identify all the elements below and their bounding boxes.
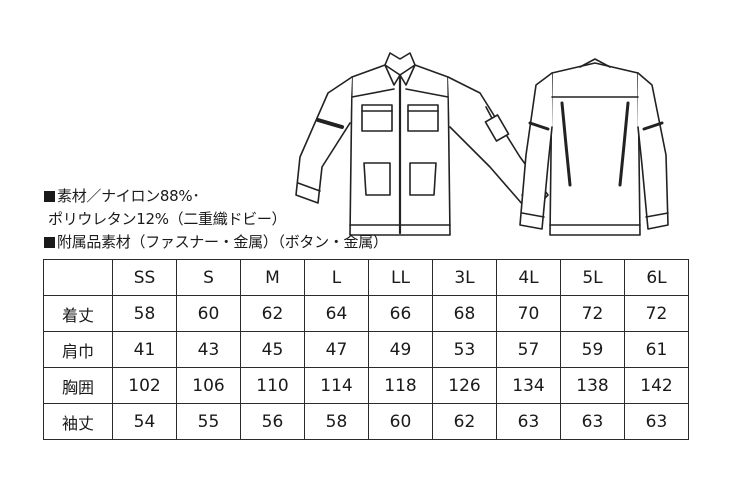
table-cell: 41 bbox=[112, 331, 177, 368]
table-cell: 106 bbox=[176, 367, 241, 404]
header-corner-cell bbox=[43, 259, 113, 296]
row-label-shoulder: 肩巾 bbox=[43, 331, 113, 368]
bullet-square-icon bbox=[44, 237, 55, 248]
material-sub-text: ポリウレタン12%（二重織ドビー） bbox=[48, 210, 287, 228]
table-cell: 114 bbox=[304, 367, 369, 404]
size-header-cell: M bbox=[240, 259, 305, 296]
table-cell: 138 bbox=[560, 367, 625, 404]
size-chart-table: SS S M L LL 3L 4L 5L 6L 着丈 58 60 62 64 6… bbox=[43, 259, 689, 440]
material-main-text: 素材／ナイロン88%･ bbox=[57, 187, 200, 205]
jacket-back-view bbox=[519, 58, 669, 236]
table-cell: 72 bbox=[624, 295, 689, 332]
table-cell: 57 bbox=[496, 331, 561, 368]
table-row: 肩巾 41 43 45 47 49 53 57 59 61 bbox=[43, 331, 689, 368]
table-cell: 45 bbox=[240, 331, 305, 368]
table-cell: 54 bbox=[112, 403, 177, 440]
accessory-material-text: 附属品素材（ファスナー・金属）（ボタン・金属） bbox=[57, 233, 388, 251]
size-header-cell: 5L bbox=[560, 259, 625, 296]
table-cell: 70 bbox=[496, 295, 561, 332]
table-cell: 110 bbox=[240, 367, 305, 404]
material-line-3: 附属品素材（ファスナー・金属）（ボタン・金属） bbox=[44, 231, 444, 254]
material-info: 素材／ナイロン88%･ ポリウレタン12%（二重織ドビー） 附属品素材（ファスナ… bbox=[44, 185, 444, 254]
material-line-2: ポリウレタン12%（二重織ドビー） bbox=[44, 208, 444, 231]
table-cell: 53 bbox=[432, 331, 497, 368]
table-cell: 58 bbox=[304, 403, 369, 440]
material-line-1: 素材／ナイロン88%･ bbox=[44, 185, 444, 208]
size-header-cell: S bbox=[176, 259, 241, 296]
table-cell: 66 bbox=[368, 295, 433, 332]
table-cell: 142 bbox=[624, 367, 689, 404]
jacket-illustration bbox=[295, 52, 669, 236]
table-cell: 56 bbox=[240, 403, 305, 440]
size-header-cell: L bbox=[304, 259, 369, 296]
table-cell: 55 bbox=[176, 403, 241, 440]
table-cell: 118 bbox=[368, 367, 433, 404]
table-cell: 63 bbox=[560, 403, 625, 440]
table-cell: 72 bbox=[560, 295, 625, 332]
table-cell: 43 bbox=[176, 331, 241, 368]
table-cell: 60 bbox=[368, 403, 433, 440]
size-header-cell: 4L bbox=[496, 259, 561, 296]
row-label-sleeve: 袖丈 bbox=[43, 403, 113, 440]
table-cell: 126 bbox=[432, 367, 497, 404]
size-header-cell: 6L bbox=[624, 259, 689, 296]
table-cell: 61 bbox=[624, 331, 689, 368]
table-cell: 64 bbox=[304, 295, 369, 332]
table-cell: 102 bbox=[112, 367, 177, 404]
table-cell: 63 bbox=[496, 403, 561, 440]
table-cell: 58 bbox=[112, 295, 177, 332]
table-row: 胸囲 102 106 110 114 118 126 134 138 142 bbox=[43, 367, 689, 404]
size-header-row: SS S M L LL 3L 4L 5L 6L bbox=[43, 259, 689, 296]
table-cell: 62 bbox=[432, 403, 497, 440]
size-header-cell: SS bbox=[112, 259, 177, 296]
row-label-chest: 胸囲 bbox=[43, 367, 113, 404]
table-row: 着丈 58 60 62 64 66 68 70 72 72 bbox=[43, 295, 689, 332]
table-cell: 134 bbox=[496, 367, 561, 404]
row-label-length: 着丈 bbox=[43, 295, 113, 332]
table-cell: 62 bbox=[240, 295, 305, 332]
size-header-cell: 3L bbox=[432, 259, 497, 296]
size-header-cell: LL bbox=[368, 259, 433, 296]
jacket-front-view bbox=[295, 52, 549, 236]
bullet-square-icon bbox=[44, 191, 55, 202]
table-row: 袖丈 54 55 56 58 60 62 63 63 63 bbox=[43, 403, 689, 440]
table-cell: 59 bbox=[560, 331, 625, 368]
table-cell: 63 bbox=[624, 403, 689, 440]
table-cell: 47 bbox=[304, 331, 369, 368]
table-cell: 60 bbox=[176, 295, 241, 332]
table-cell: 49 bbox=[368, 331, 433, 368]
table-cell: 68 bbox=[432, 295, 497, 332]
